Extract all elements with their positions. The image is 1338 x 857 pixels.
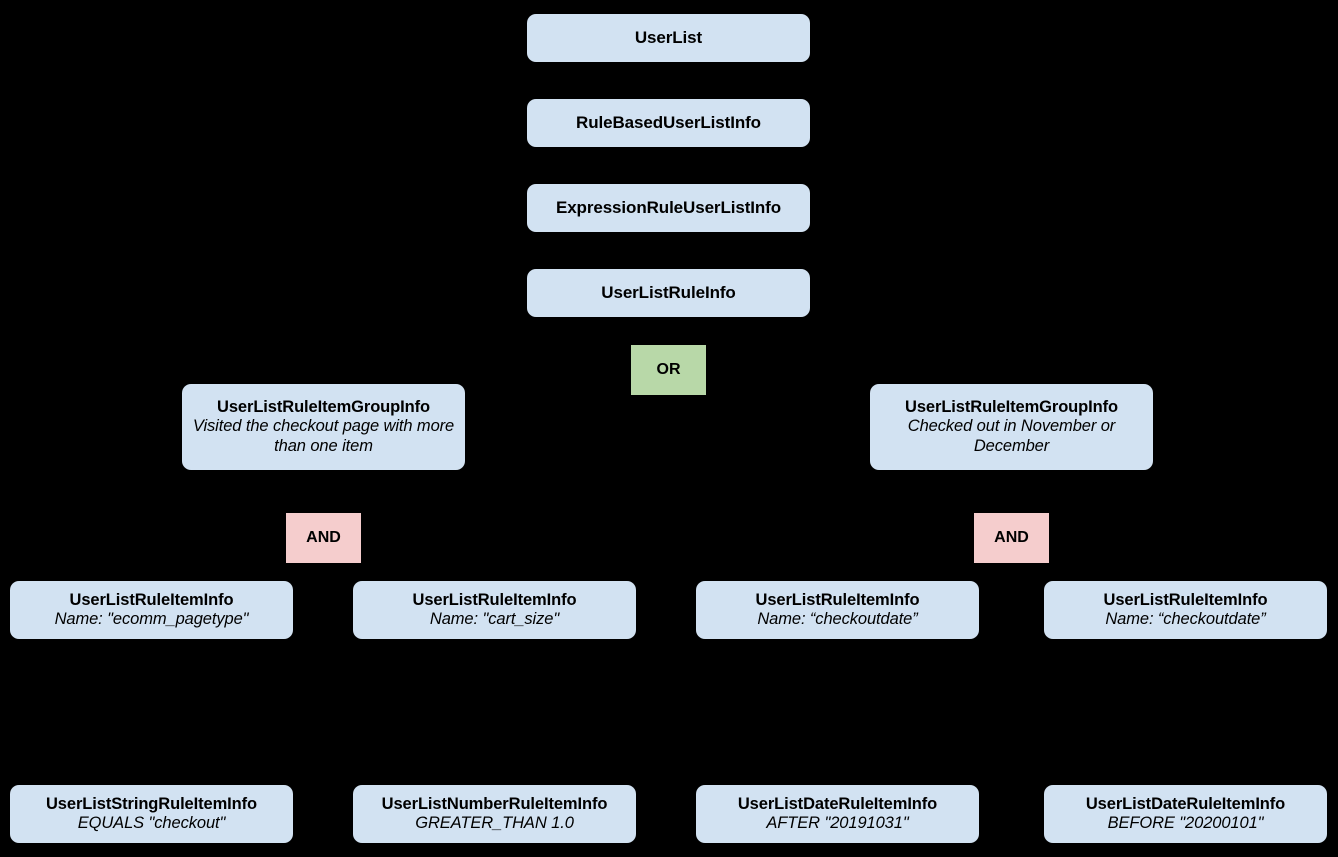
node-subtitle: Visited the checkout page with more than…	[192, 417, 455, 455]
node-title: UserListRuleItemInfo	[1103, 590, 1268, 609]
node-group-right[interactable]: UserListRuleItemGroupInfo Checked out in…	[870, 384, 1153, 470]
node-title: UserListRuleItemInfo	[69, 590, 234, 609]
operator-label: AND	[994, 529, 1029, 546]
node-title: UserListDateRuleItemInfo	[737, 794, 938, 813]
node-title: UserListNumberRuleItemInfo	[381, 794, 608, 813]
node-subtitle: Name: "cart_size"	[429, 610, 560, 628]
node-date-rule-item-info-before[interactable]: UserListDateRuleItemInfo BEFORE "2020010…	[1044, 785, 1327, 843]
node-subtitle: Checked out in November or December	[907, 417, 1116, 455]
node-user-list-rule-info[interactable]: UserListRuleInfo	[527, 269, 810, 317]
operator-and-left[interactable]: AND	[286, 513, 361, 563]
node-group-left[interactable]: UserListRuleItemGroupInfo Visited the ch…	[182, 384, 465, 470]
node-subtitle: AFTER "20191031"	[766, 814, 909, 832]
node-rule-item-checkoutdate-before[interactable]: UserListRuleItemInfo Name: “checkoutdate…	[1044, 581, 1327, 639]
node-user-list[interactable]: UserList	[527, 14, 810, 62]
operator-label: AND	[306, 529, 341, 546]
node-title: UserList	[634, 27, 703, 47]
node-title: UserListRuleItemGroupInfo	[217, 397, 430, 416]
node-subtitle: GREATER_THAN 1.0	[415, 814, 574, 832]
operator-label: OR	[656, 361, 681, 378]
node-number-rule-item-info[interactable]: UserListNumberRuleItemInfo GREATER_THAN …	[353, 785, 636, 843]
node-expression-rule-user-list-info[interactable]: ExpressionRuleUserListInfo	[527, 184, 810, 232]
node-date-rule-item-info-after[interactable]: UserListDateRuleItemInfo AFTER "20191031…	[696, 785, 979, 843]
node-subtitle: Name: "ecomm_pagetype"	[54, 610, 249, 628]
node-title: UserListDateRuleItemInfo	[1085, 794, 1286, 813]
node-title: UserListRuleItemGroupInfo	[905, 397, 1118, 416]
node-title: RuleBasedUserListInfo	[576, 112, 761, 132]
operator-and-right[interactable]: AND	[974, 513, 1049, 563]
node-rule-item-checkoutdate-after[interactable]: UserListRuleItemInfo Name: “checkoutdate…	[696, 581, 979, 639]
node-rule-based-user-list-info[interactable]: RuleBasedUserListInfo	[527, 99, 810, 147]
node-subtitle: BEFORE "20200101"	[1107, 814, 1264, 832]
node-rule-item-cart-size[interactable]: UserListRuleItemInfo Name: "cart_size"	[353, 581, 636, 639]
node-title: UserListRuleItemInfo	[412, 590, 577, 609]
node-string-rule-item-info[interactable]: UserListStringRuleItemInfo EQUALS "check…	[10, 785, 293, 843]
node-subtitle: Name: “checkoutdate”	[757, 610, 918, 628]
node-title: UserListRuleInfo	[601, 282, 736, 302]
node-rule-item-ecomm-pagetype[interactable]: UserListRuleItemInfo Name: "ecomm_pagety…	[10, 581, 293, 639]
node-title: ExpressionRuleUserListInfo	[555, 197, 782, 217]
node-title: UserListStringRuleItemInfo	[45, 794, 257, 813]
node-title: UserListRuleItemInfo	[755, 590, 920, 609]
operator-or[interactable]: OR	[631, 345, 706, 395]
node-subtitle: Name: “checkoutdate”	[1105, 610, 1266, 628]
node-subtitle: EQUALS "checkout"	[77, 814, 226, 832]
